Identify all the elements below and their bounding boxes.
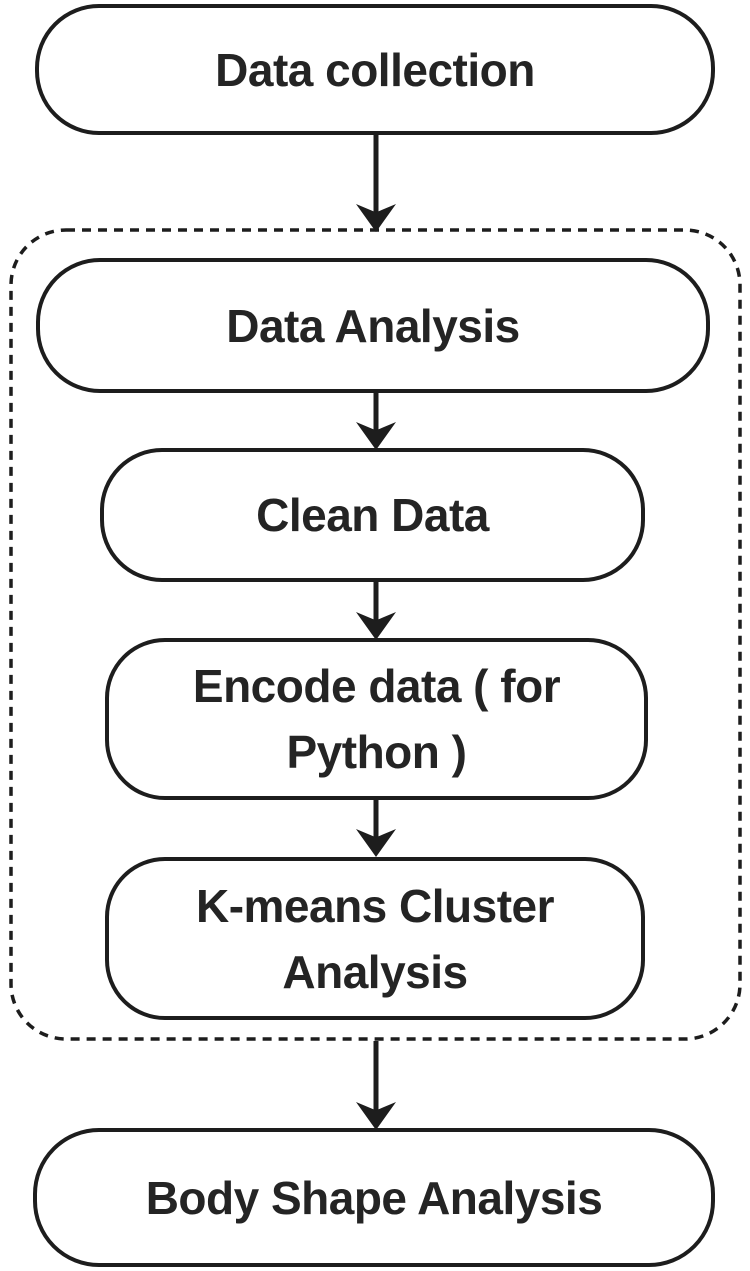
node-body-shape-analysis: Body Shape Analysis [33, 1128, 715, 1267]
arrow-down-icon [356, 392, 396, 450]
arrow-down-icon [356, 135, 396, 232]
node-data-analysis: Data Analysis [36, 258, 710, 393]
arrow-down-icon [356, 1041, 396, 1130]
node-label-line-2: Analysis [282, 945, 468, 998]
node-label: Data Analysis [226, 299, 520, 352]
node-label: Clean Data [256, 489, 489, 541]
node-kmeans-cluster-analysis: K-means Cluster Analysis [105, 857, 645, 1020]
arrow-shaft [373, 799, 379, 838]
node-label: Data collection [215, 43, 535, 96]
node-label-line-1: K-means Cluster [195, 879, 555, 932]
arrow-shaft [373, 581, 379, 621]
arrow-down-icon [356, 799, 396, 857]
arrow-shaft [373, 392, 379, 431]
node-label-line-1: Encode data ( for [192, 660, 561, 712]
node-encode-data: Encode data ( for Python ) [105, 638, 648, 800]
node-data-collection: Data collection [35, 4, 715, 135]
arrow-shaft [373, 135, 379, 213]
arrow-down-icon [356, 581, 396, 640]
arrow-shaft [373, 1041, 379, 1111]
node-clean-data: Clean Data [100, 448, 645, 582]
node-label-line-2: Python ) [286, 726, 467, 778]
node-label: Body Shape Analysis [145, 1171, 603, 1224]
